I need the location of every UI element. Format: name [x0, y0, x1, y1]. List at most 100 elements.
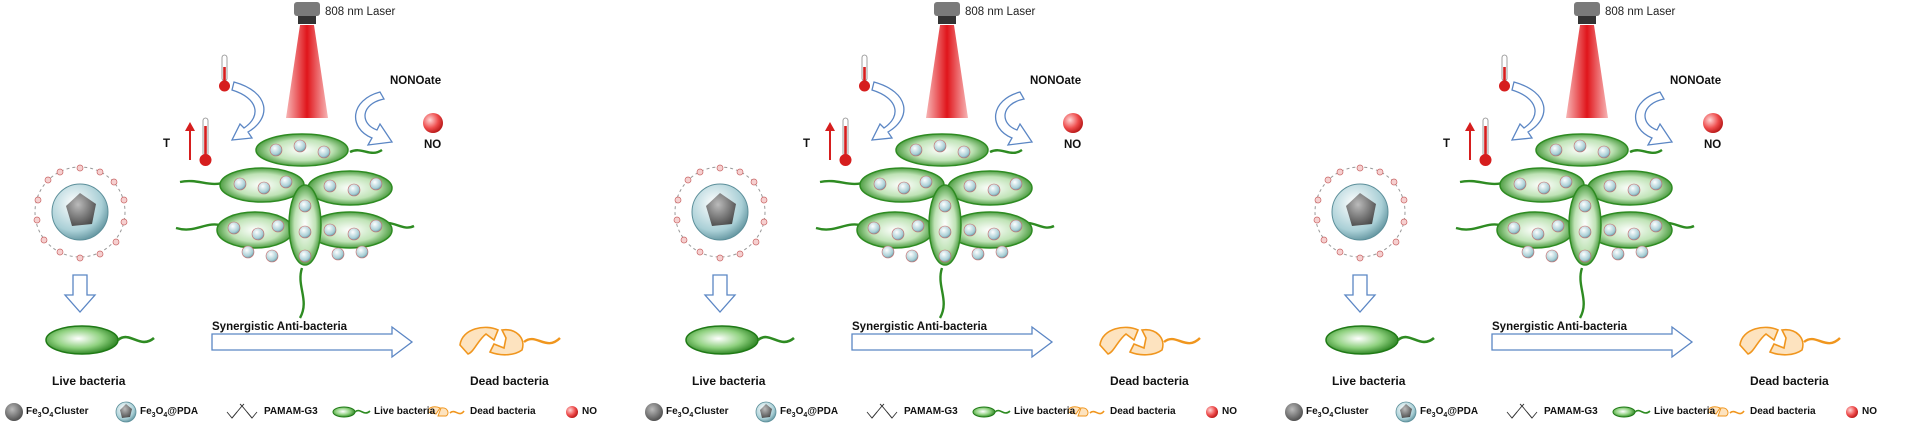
laser-source-icon	[934, 2, 960, 24]
legend-fe3o4-pda-label: Fe3O4@PDA	[140, 406, 199, 419]
bacteria-cluster	[815, 133, 1055, 319]
legend-dead-label: Dead bacteria	[1750, 406, 1816, 417]
legend-dead-label: Dead bacteria	[470, 406, 536, 417]
nanoparticle-icon	[673, 164, 768, 262]
legend-pamam-label: PAMAM-G3	[1544, 406, 1598, 417]
legend-fe3o4-cluster-label: Fe3O4 Cluster	[666, 406, 729, 419]
panel-3: 808 nm Laser NONOate NO T Synergistic An…	[1280, 0, 1920, 426]
laser-source-icon	[294, 2, 320, 24]
down-outline-arrow-icon	[63, 274, 97, 313]
live-bacterium-icon	[1325, 325, 1435, 355]
legend-fe3o4-cluster-label: Fe3O4 Cluster	[1306, 406, 1369, 419]
no-molecule-icon	[1703, 113, 1723, 133]
heat-curve-arrow-icon	[230, 81, 265, 141]
legend-pamam-icon	[226, 403, 258, 419]
bacteria-cluster	[1455, 133, 1695, 319]
nonoate-curve-arrow-icon	[355, 91, 394, 146]
dead-bacterium-icon	[1739, 326, 1841, 356]
legend-live-label: Live bacteria	[374, 406, 436, 417]
laser-beam	[1566, 25, 1608, 118]
nonoate-curve-arrow-icon	[995, 91, 1034, 146]
thermometer-icon	[1499, 54, 1510, 92]
dead-bacteria-label: Dead bacteria	[1110, 374, 1189, 388]
bacteria-cluster	[175, 133, 415, 319]
thermometer-icon	[219, 54, 230, 92]
laser-label: 808 nm Laser	[965, 6, 1036, 18]
legend-no-label: NO	[1222, 406, 1237, 417]
dead-bacteria-label: Dead bacteria	[470, 374, 549, 388]
legend-pamam-icon	[1506, 403, 1538, 419]
laser-label: 808 nm Laser	[1605, 6, 1676, 18]
legend-live-bacteria-icon	[972, 406, 1011, 418]
temperature-up-arrow-icon	[1465, 122, 1475, 160]
legend-dead-bacteria-icon	[1707, 406, 1745, 417]
laser-label: 808 nm Laser	[325, 6, 396, 18]
legend-live-label: Live bacteria	[1014, 406, 1076, 417]
temperature-label: T	[1443, 138, 1451, 150]
laser-beam	[286, 25, 328, 118]
heat-curve-arrow-icon	[1510, 81, 1545, 141]
legend-live-bacteria-icon	[1612, 406, 1651, 418]
nonoate-label: NONOate	[1670, 75, 1722, 87]
down-outline-arrow-icon	[703, 274, 737, 313]
legend-no-icon	[566, 406, 578, 418]
temperature-up-arrow-icon	[185, 122, 195, 160]
legend-no-label: NO	[582, 406, 597, 417]
dead-bacteria-label: Dead bacteria	[1750, 374, 1829, 388]
panel-2: 808 nm Laser NONOate NO T Synergistic An…	[640, 0, 1280, 426]
synergistic-label: Synergistic Anti-bacteria	[212, 321, 348, 333]
legend-fe3o4-pda-label: Fe3O4@PDA	[780, 406, 839, 419]
temperature-up-arrow-icon	[825, 122, 835, 160]
nonoate-label: NONOate	[390, 75, 442, 87]
legend-fe3o4-pda-icon	[1395, 401, 1417, 423]
legend: Fe3O4 Cluster Fe3O4@PDA PAMAM-G3 Live ba…	[640, 398, 1280, 426]
panel-graphic	[5, 2, 578, 423]
thermometer-icon	[859, 54, 870, 92]
synergistic-label: Synergistic Anti-bacteria	[852, 321, 988, 333]
legend-fe3o4-cluster-icon	[1285, 403, 1303, 421]
dead-bacterium-icon	[459, 326, 561, 356]
legend-no-icon	[1206, 406, 1218, 418]
legend-fe3o4-cluster-label: Fe3O4 Cluster	[26, 406, 89, 419]
nonoate-label: NONOate	[1030, 75, 1082, 87]
live-bacteria-label: Live bacteria	[52, 374, 126, 388]
thermometer-hot-icon	[839, 117, 852, 166]
synergistic-arrow-icon	[211, 325, 414, 359]
legend-fe3o4-cluster-icon	[645, 403, 663, 421]
no-label: NO	[424, 139, 442, 151]
laser-source-icon	[1574, 2, 1600, 24]
down-outline-arrow-icon	[1343, 274, 1377, 313]
nanoparticle-icon	[1313, 164, 1408, 262]
legend-live-bacteria-icon	[332, 406, 371, 418]
legend-fe3o4-pda-icon	[115, 401, 137, 423]
legend-pamam-label: PAMAM-G3	[904, 406, 958, 417]
panel-graphic	[1285, 2, 1858, 423]
legend-fe3o4-pda-icon	[755, 401, 777, 423]
laser-beam	[926, 25, 968, 118]
legend-dead-bacteria-icon	[427, 406, 465, 417]
thermometer-hot-icon	[199, 117, 212, 166]
legend-dead-bacteria-icon	[1067, 406, 1105, 417]
thermometer-hot-icon	[1479, 117, 1492, 166]
heat-curve-arrow-icon	[870, 81, 905, 141]
live-bacterium-icon	[685, 325, 795, 355]
synergistic-label: Synergistic Anti-bacteria	[1492, 321, 1628, 333]
no-molecule-icon	[423, 113, 443, 133]
legend-fe3o4-pda-label: Fe3O4@PDA	[1420, 406, 1479, 419]
nonoate-curve-arrow-icon	[1635, 91, 1674, 146]
synergistic-arrow-icon	[1491, 325, 1694, 359]
dead-bacterium-icon	[1099, 326, 1201, 356]
panel-graphic	[645, 2, 1218, 423]
legend-dead-label: Dead bacteria	[1110, 406, 1176, 417]
no-molecule-icon	[1063, 113, 1083, 133]
no-label: NO	[1064, 139, 1082, 151]
legend-live-label: Live bacteria	[1654, 406, 1716, 417]
live-bacteria-label: Live bacteria	[692, 374, 766, 388]
legend: Fe3O4 Cluster Fe3O4@PDA PAMAM-G3 Live ba…	[0, 398, 640, 426]
nanoparticle-icon	[33, 164, 128, 262]
panel-1: 808 nm Laser NONOate NO T Synergistic An…	[0, 0, 640, 426]
live-bacteria-label: Live bacteria	[1332, 374, 1406, 388]
legend-no-label: NO	[1862, 406, 1877, 417]
legend-no-icon	[1846, 406, 1858, 418]
